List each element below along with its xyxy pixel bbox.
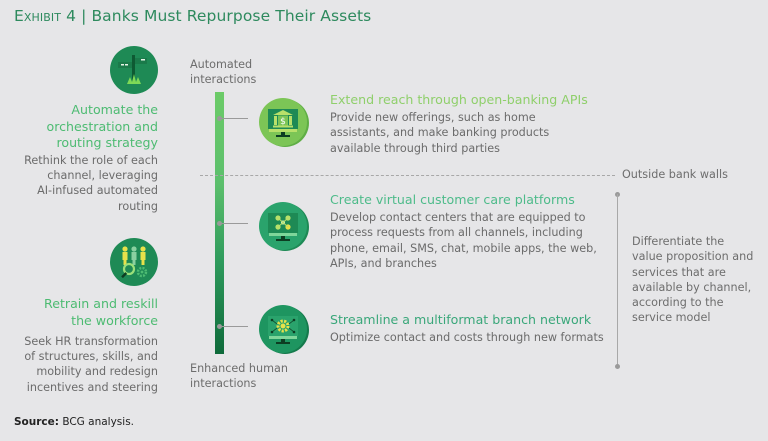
left-heading-line: orchestration and xyxy=(46,118,158,134)
axis-top-label: Automated interactions xyxy=(190,57,256,87)
item-body-open-banking: Provide new offerings, such as home assi… xyxy=(330,110,549,156)
side-note-line: service model xyxy=(632,311,711,325)
exhibit-title: Exhibit 4 | Banks Must Repurpose Their A… xyxy=(14,7,371,25)
left-body-automate: Rethink the role of each channel, levera… xyxy=(24,153,158,214)
item-body-line: APIs, and branches xyxy=(330,256,437,270)
network-monitor-icon xyxy=(259,202,307,250)
left-heading-line: Automate the xyxy=(71,102,158,117)
title-separator: | xyxy=(81,7,87,25)
item-body-branch-network: Optimize contact and costs through new f… xyxy=(330,330,604,345)
connector-line xyxy=(222,223,248,224)
item-body-line: available through third parties xyxy=(330,141,500,155)
item-heading-open-banking: Extend reach through open-banking APIs xyxy=(330,92,588,107)
connector-line xyxy=(222,118,248,119)
axis-bottom-label: Enhanced human interactions xyxy=(190,361,288,391)
left-body-line: AI-infused automated xyxy=(37,184,158,198)
axis-top-line: interactions xyxy=(190,73,257,86)
people-search-icon xyxy=(110,238,158,286)
connector-dot xyxy=(217,324,222,329)
left-body-line: mobility and redesign xyxy=(36,365,158,379)
bank-walls-boundary-line xyxy=(200,175,615,176)
connector-dot xyxy=(217,116,222,121)
item-body-line: assistants, and make banking products xyxy=(330,126,550,140)
left-heading-line: the workforce xyxy=(71,312,158,328)
side-note: Differentiate the value proposition and … xyxy=(632,234,753,326)
side-note-line: services that are xyxy=(632,265,726,279)
left-body-line: Rethink the role of each xyxy=(24,154,158,167)
source-note: Source: BCG analysis. xyxy=(14,416,134,428)
signpost-icon xyxy=(110,46,158,94)
axis-top-line: Automated xyxy=(190,58,253,71)
boundary-label: Outside bank walls xyxy=(622,168,728,181)
gear-monitor-icon xyxy=(259,305,307,353)
left-heading-automate: Automate the orchestration and routing s… xyxy=(47,102,158,152)
left-body-line: of structures, skills, and xyxy=(24,350,158,364)
item-heading-branch-network: Streamline a multiformat branch network xyxy=(330,312,592,327)
side-note-line: value proposition and xyxy=(632,250,754,264)
item-body-line: Develop contact centers that are equippe… xyxy=(330,211,586,224)
left-body-line: routing xyxy=(118,199,158,213)
connector-dot xyxy=(217,221,222,226)
item-body-line: Provide new offerings, such as home xyxy=(330,111,536,124)
item-heading-virtual-care: Create virtual customer care platforms xyxy=(330,192,575,207)
left-body-line: channel, leveraging xyxy=(47,169,158,183)
item-body-line: phone, email, SMS, chat, mobile apps, th… xyxy=(330,241,597,255)
bracket-line xyxy=(617,194,618,366)
bank-monitor-icon: $ xyxy=(259,98,307,146)
connector-line xyxy=(222,326,248,327)
left-heading-retrain: Retrain and reskill the workforce xyxy=(44,296,158,329)
svg-text:$: $ xyxy=(280,117,286,127)
left-body-line: incentives and steering xyxy=(26,380,158,394)
exhibit-number: Exhibit 4 xyxy=(14,7,77,25)
left-heading-line: routing strategy xyxy=(56,135,158,150)
left-body-line: Seek HR transformation xyxy=(24,335,158,348)
left-body-retrain: Seek HR transformation of structures, sk… xyxy=(24,334,158,395)
source-label: Source: xyxy=(14,416,59,428)
item-body-line: Optimize contact and costs through new f… xyxy=(330,331,604,344)
left-heading-line: Retrain and reskill xyxy=(44,296,158,311)
side-note-line: according to the xyxy=(632,296,724,310)
bracket-dot-bottom xyxy=(615,364,620,369)
title-text: Banks Must Repurpose Their Assets xyxy=(91,7,372,25)
side-note-line: available by channel, xyxy=(632,280,752,294)
side-note-line: Differentiate the xyxy=(632,235,725,248)
item-body-virtual-care: Develop contact centers that are equippe… xyxy=(330,210,597,271)
source-text: BCG analysis. xyxy=(62,416,135,428)
axis-bottom-line: Enhanced human xyxy=(190,362,288,375)
axis-bottom-line: interactions xyxy=(190,377,257,390)
item-body-line: process requests from all channels, incl… xyxy=(330,226,583,240)
